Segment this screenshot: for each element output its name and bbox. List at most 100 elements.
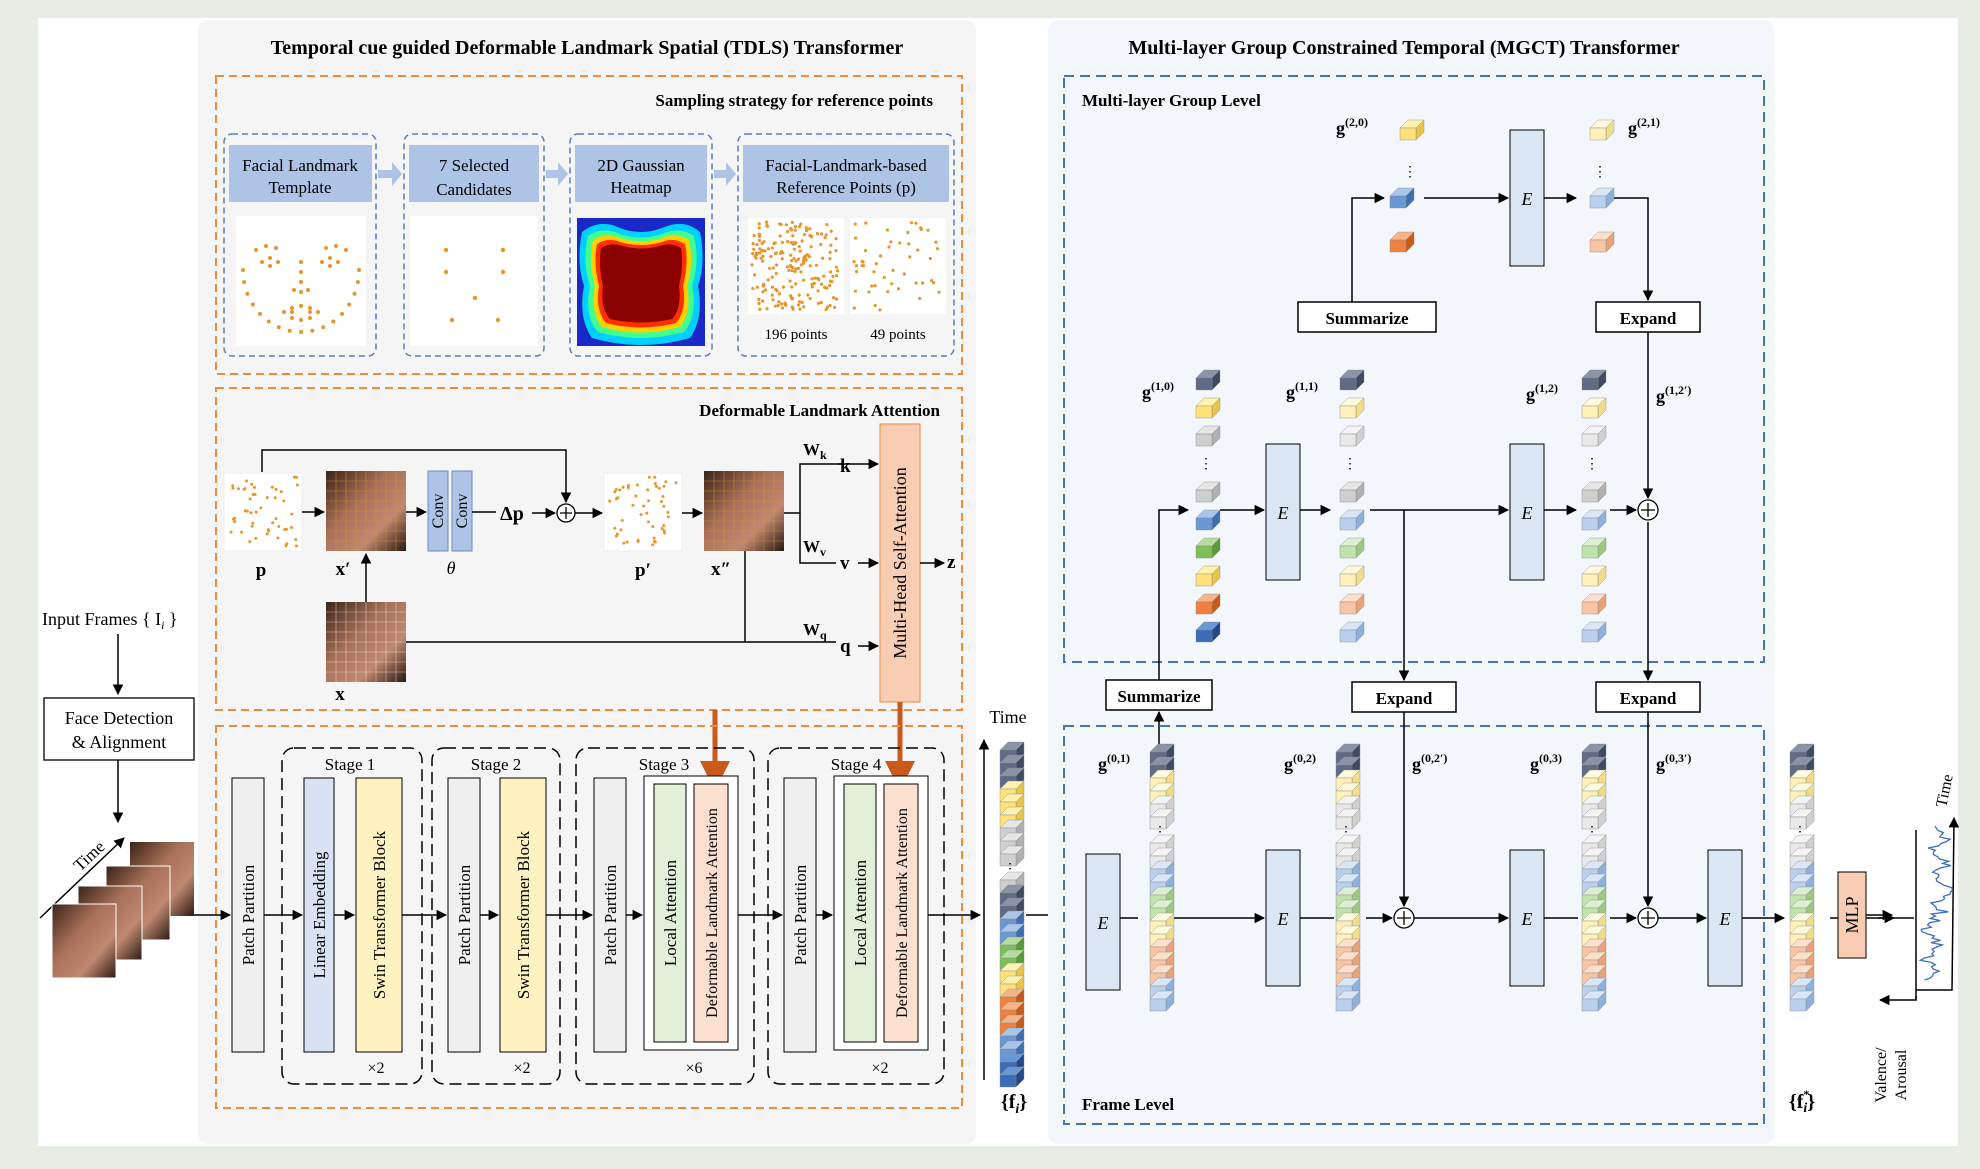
stage-1-repeat: ×2 <box>367 1060 384 1077</box>
token-cube <box>1195 481 1221 503</box>
ellipsis: ⋮ <box>1403 165 1417 180</box>
p-prime-dots <box>608 475 678 547</box>
time-label-right: Time <box>1933 773 1957 809</box>
stage-4-label: Stage 4 <box>831 755 882 774</box>
token-cube <box>1589 119 1615 141</box>
token-cube <box>1581 425 1607 447</box>
mhsa-box <box>879 423 921 703</box>
label-v: v <box>840 553 850 574</box>
heatmap-box <box>575 145 707 202</box>
label-g03: g(0,3) <box>1530 751 1562 774</box>
va-label-1: Valence/ <box>1873 1047 1890 1103</box>
label-x: x <box>335 684 345 705</box>
token-cube <box>1335 808 1361 830</box>
patch-partition-4 <box>783 777 817 1053</box>
stage-3 <box>575 747 755 1085</box>
token-cube <box>1581 808 1607 830</box>
label-wk: Wk <box>803 440 827 462</box>
group-level-title: Multi-layer Group Level <box>1082 91 1261 110</box>
token-cube <box>1339 481 1365 503</box>
patch-partition-3 <box>593 777 627 1053</box>
candidate-dots <box>443 247 506 323</box>
local-attention-3-label: Local Attention <box>661 859 680 966</box>
mlp-box <box>1837 871 1867 959</box>
token-cube <box>1581 369 1607 391</box>
encoder-1-1 <box>1265 443 1301 581</box>
template-group <box>223 133 377 357</box>
summarize-button-top <box>1297 301 1437 333</box>
sampling-arrow-1 <box>378 162 402 186</box>
conv-label-2: Conv <box>454 494 471 529</box>
candidates-label-1: 7 Selected <box>439 156 510 175</box>
svg-text:E: E <box>1277 909 1289 929</box>
token-cube <box>1389 187 1415 209</box>
ellipsis: ⋮ <box>1593 165 1607 180</box>
frame-level-title: Frame Level <box>1082 1095 1174 1114</box>
encoder-0-2 <box>1265 849 1301 987</box>
token-cube <box>1339 425 1365 447</box>
conv-label-1: Conv <box>430 494 447 529</box>
token-cubes: ⋮⋮⋮⋮⋮⋮⋮⋮⋮ <box>1149 119 1815 1012</box>
candidates-box <box>409 145 539 202</box>
stage-3-repeat: ×6 <box>685 1060 702 1077</box>
expand-button-right <box>1595 681 1701 713</box>
backbone-section <box>215 725 963 1109</box>
sampling-arrow-2 <box>546 162 568 186</box>
token-cube <box>1195 565 1221 587</box>
x-dprime-grid <box>704 471 784 551</box>
heatmap-label-1: 2D Gaussian <box>597 156 685 175</box>
token-cube <box>1195 593 1221 615</box>
points-196-dots <box>750 220 840 312</box>
token-cube <box>1581 990 1607 1012</box>
face-detection-label-1: Face Detection <box>65 708 173 728</box>
svg-text:E: E <box>1521 909 1533 929</box>
patch-partition-4-label: Patch Partition <box>791 864 810 965</box>
token-cube <box>1339 397 1365 419</box>
token-cube <box>1589 231 1615 253</box>
encoder-0-4 <box>1707 849 1743 987</box>
token-cube <box>1789 925 1815 947</box>
patch-partition-2-label: Patch Partition <box>455 864 474 965</box>
token-cube <box>1339 593 1365 615</box>
token-cube <box>1789 990 1815 1012</box>
reference-points-label-2: Reference Points (p) <box>776 178 916 197</box>
dla-block-3 <box>693 783 729 1043</box>
patch-partition-2 <box>447 777 481 1053</box>
input-frames-label: Input Frames { Ii } <box>42 609 178 632</box>
svg-text:E: E <box>1521 503 1533 523</box>
token-cube <box>1581 509 1607 531</box>
stage-4-repeat: ×2 <box>871 1060 888 1077</box>
points-196-label: 196 points <box>765 327 828 343</box>
stage-3-label: Stage 3 <box>639 755 690 774</box>
token-cube <box>1339 537 1365 559</box>
input-frame-0 <box>51 903 117 979</box>
dla-title: Deformable Landmark Attention <box>699 401 940 420</box>
local-attention-4-label: Local Attention <box>851 859 870 966</box>
linear-embedding-label: Linear Embedding <box>310 851 329 978</box>
p-prime-image <box>603 472 683 552</box>
label-g01: g(0,1) <box>1098 751 1130 774</box>
sampling-title: Sampling strategy for reference points <box>655 91 933 110</box>
token-cube <box>999 1066 1025 1088</box>
time-label-mid: Time <box>989 707 1026 727</box>
mgct-arrows <box>1120 192 1914 924</box>
mhsa-label: Multi-Head Self-Attention <box>890 467 910 658</box>
x-grid <box>326 602 406 682</box>
summarize-button-bottom <box>1105 679 1213 711</box>
dla-block-3-label: Deformable Landmark Attention <box>704 808 721 1018</box>
patch-partition-1 <box>231 777 265 1053</box>
dla-arrows <box>261 449 946 652</box>
patch-partition-1-label: Patch Partition <box>239 864 258 965</box>
svg-text:Expand: Expand <box>1620 309 1677 328</box>
label-g20: g(2,0) <box>1336 115 1368 138</box>
token-cube <box>1149 990 1175 1012</box>
tdls-title: Temporal cue guided Deformable Landmark … <box>271 37 904 59</box>
encoder-0-1 <box>1085 853 1121 991</box>
template-box <box>229 145 372 202</box>
expand-button-mid <box>1351 681 1457 713</box>
points-196-image <box>748 218 844 314</box>
label-wq: Wq <box>803 620 827 642</box>
template-label-1: Facial Landmark <box>242 156 358 175</box>
face-detection-label-2: & Alignment <box>72 732 167 752</box>
face-detection-box <box>43 697 195 761</box>
